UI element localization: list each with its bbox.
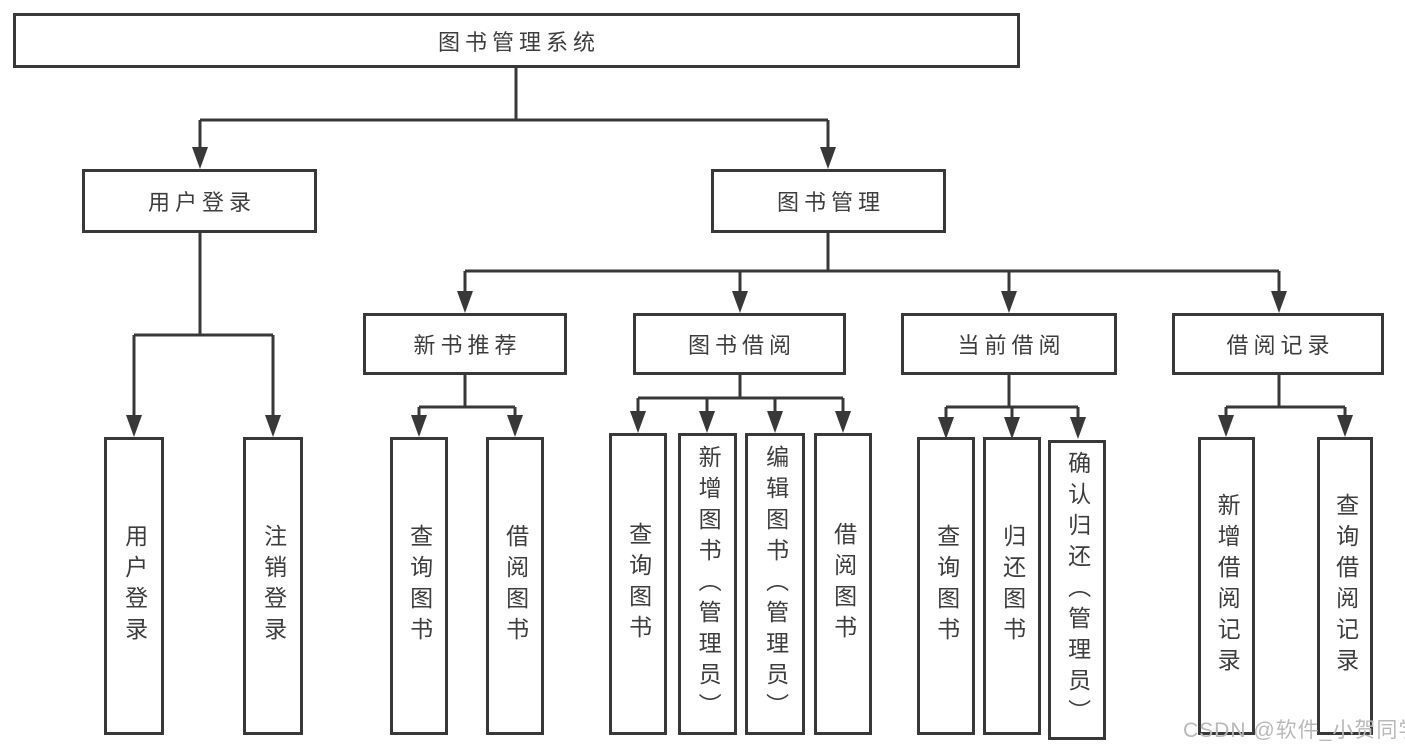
node-query-books-1: 查询图书 (390, 437, 448, 735)
node-label: 借阅图书 (502, 524, 529, 648)
node-label: 注销登录 (260, 524, 287, 648)
arrowheads (126, 147, 1353, 439)
watermark: CSDN @软件_小贺同学 (1183, 719, 1405, 742)
node-label: 归还图书 (999, 524, 1026, 648)
node-label: 查询图书 (625, 522, 652, 646)
node-add-borrow-record: 新增借阅记录 (1198, 437, 1255, 735)
node-user-login: 用户登录 (82, 169, 317, 233)
node-query-books-3: 查询图书 (917, 437, 975, 735)
node-label: 确认归还（管理员） (1064, 450, 1091, 730)
node-label: 查询图书 (933, 524, 960, 648)
node-label: 查询借阅记录 (1332, 493, 1359, 679)
node-library-system: 图书管理系统 (13, 13, 1020, 68)
node-label: 用户登录 (121, 524, 148, 648)
node-current-borrowing: 当前借阅 (901, 313, 1117, 375)
node-query-books-2: 查询图书 (609, 433, 667, 735)
node-confirm-return-admin: 确认归还（管理员） (1048, 440, 1106, 740)
node-label: 新书推荐 (413, 333, 522, 358)
node-label: 当前借阅 (957, 333, 1066, 358)
node-return-book: 归还图书 (983, 437, 1041, 735)
node-borrow-books-1: 借阅图书 (486, 437, 544, 735)
node-query-borrow-record: 查询借阅记录 (1317, 437, 1373, 735)
node-book-management: 图书管理 (711, 169, 946, 233)
node-new-book-recommendation: 新书推荐 (363, 313, 567, 375)
node-label: 查询图书 (406, 524, 433, 648)
node-label: 新增借阅记录 (1214, 493, 1241, 679)
node-borrowing-records: 借阅记录 (1172, 313, 1384, 375)
node-edit-book-admin: 编辑图书（管理员） (745, 433, 805, 735)
node-logout: 注销登录 (243, 437, 303, 735)
node-label: 图书借阅 (687, 333, 796, 358)
node-book-borrowing: 图书借阅 (633, 313, 846, 375)
node-label: 借阅图书 (830, 522, 857, 646)
node-user-login-leaf: 用户登录 (104, 437, 164, 735)
node-label: 图书管理 (776, 190, 885, 215)
node-add-book-admin: 新增图书（管理员） (678, 433, 737, 735)
node-label: 借阅记录 (1226, 333, 1335, 358)
node-label: 新增图书（管理员） (695, 444, 722, 724)
node-label: 图书管理系统 (437, 29, 600, 55)
node-borrow-books-2: 借阅图书 (814, 433, 872, 735)
node-label: 用户登录 (147, 190, 256, 215)
node-label: 编辑图书（管理员） (762, 444, 789, 724)
